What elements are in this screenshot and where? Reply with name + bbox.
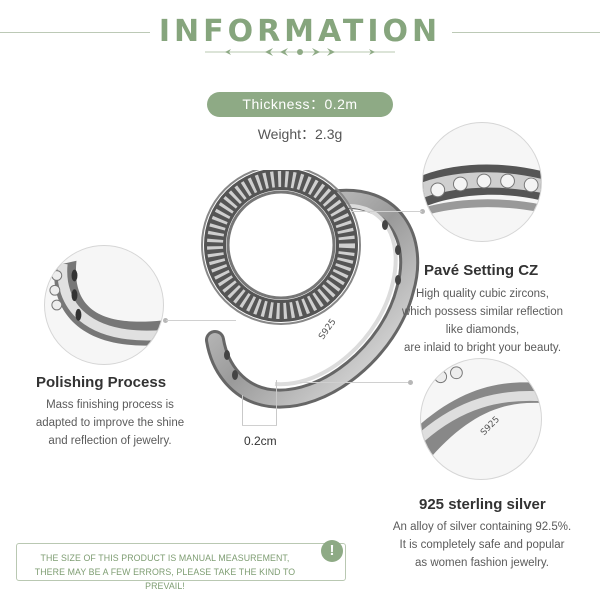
- notice-box: [16, 543, 346, 581]
- dimension-line: [242, 425, 277, 426]
- pointer-dot-silver: [408, 380, 413, 385]
- pave-title: Pavé Setting CZ: [424, 262, 539, 279]
- notice-text: THE SIZE OF THIS PRODUCT IS MANUAL MEASU…: [20, 551, 310, 593]
- silver-detail-image: S925: [420, 358, 542, 480]
- pointer-line-polishing: [166, 320, 236, 321]
- header-rule-left: [0, 32, 150, 33]
- notice-line: THE SIZE OF THIS PRODUCT IS MANUAL MEASU…: [40, 553, 290, 563]
- silver-title: 925 sterling silver: [419, 496, 546, 513]
- silver-line: It is completely safe and popular: [399, 539, 565, 551]
- thickness-badge: Thickness：0.2m: [207, 92, 393, 117]
- pave-detail-image: [422, 122, 542, 242]
- dimension-tick-right: [276, 380, 277, 425]
- notice-line: THERE MAY BE A FEW ERRORS, PLEASE TAKE T…: [34, 567, 296, 591]
- polishing-line: adapted to improve the shine: [35, 417, 185, 429]
- pointer-line-silver: [300, 382, 408, 383]
- pave-line: High quality cubic zircons,: [416, 288, 549, 300]
- polishing-line: Mass finishing process is: [46, 399, 174, 411]
- dimension-tick-left: [242, 395, 243, 425]
- polishing-title: Polishing Process: [36, 374, 167, 391]
- weight-label: Weight：2.3g: [257, 126, 343, 142]
- stamp-mark: S925: [317, 317, 338, 341]
- flourish-ornament: [205, 48, 395, 56]
- pave-description: High quality cubic zircons, which posses…: [385, 285, 580, 357]
- pave-line: which possess similar reflection: [401, 306, 564, 318]
- header-rule-right: [452, 32, 600, 33]
- pointer-dot-pave: [420, 209, 425, 214]
- pave-line: like diamonds,: [445, 324, 520, 336]
- pave-line: are inlaid to bright your beauty.: [403, 342, 562, 354]
- polishing-detail-image: [44, 245, 164, 365]
- pointer-line-pave: [350, 211, 422, 212]
- page-title: INFORMATION: [158, 14, 442, 49]
- stamp-mark: S925: [479, 415, 502, 438]
- dimension-label: 0.2cm: [244, 434, 277, 448]
- warning-icon: !: [321, 540, 343, 562]
- polishing-line: and reflection of jewelry.: [48, 435, 172, 447]
- pointer-dot-polishing: [163, 318, 168, 323]
- silver-line: An alloy of silver containing 92.5%.: [392, 521, 572, 533]
- polishing-description: Mass finishing process is adapted to imp…: [30, 396, 190, 450]
- silver-line: as women fashion jewelry.: [414, 557, 549, 569]
- ring-image: S925: [201, 170, 420, 409]
- silver-description: An alloy of silver containing 92.5%. It …: [378, 518, 586, 572]
